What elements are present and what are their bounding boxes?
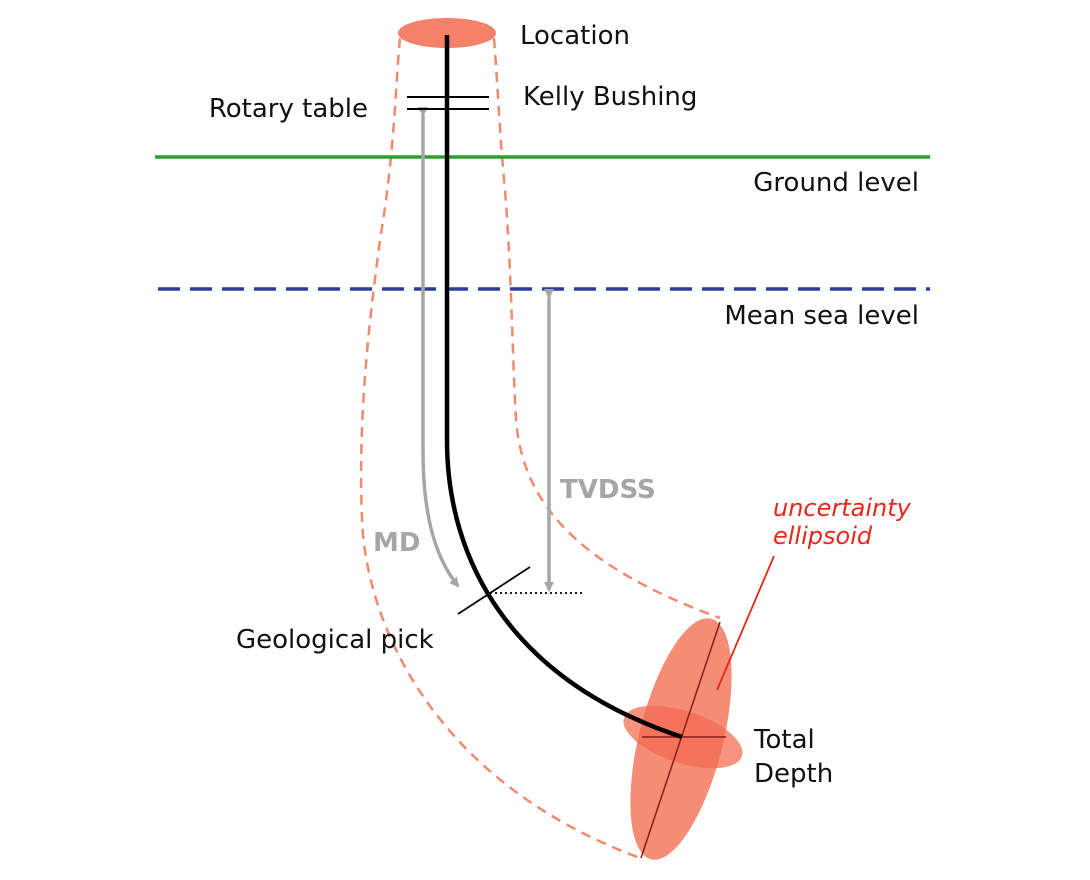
geological-pick-marker	[457, 566, 531, 615]
label-rotary-table: Rotary table	[209, 94, 368, 124]
label-kelly-bushing: Kelly Bushing	[523, 82, 697, 112]
label-total-depth-line1: Total	[753, 725, 815, 755]
label-total-depth-line2: Depth	[754, 759, 833, 789]
md-arrow	[418, 107, 460, 588]
uncertainty-pointer-line	[716, 555, 775, 691]
uncertainty-envelope-left	[359, 37, 641, 860]
label-uncertainty-line2: ellipsoid	[773, 522, 873, 550]
uncertainty-envelope-right	[492, 37, 721, 620]
ellipsoid-axis-long	[640, 621, 721, 859]
label-location: Location	[520, 21, 630, 51]
label-geological-pick: Geological pick	[236, 625, 434, 655]
label-uncertainty-line1: uncertainty	[773, 494, 912, 522]
label-md: MD	[373, 528, 420, 558]
location-ellipse	[398, 18, 496, 48]
label-ground-level: Ground level	[753, 168, 919, 198]
label-tvdss: TVDSS	[560, 475, 656, 505]
wellbore-path	[444, 35, 683, 740]
label-mean-sea-level: Mean sea level	[724, 301, 919, 331]
